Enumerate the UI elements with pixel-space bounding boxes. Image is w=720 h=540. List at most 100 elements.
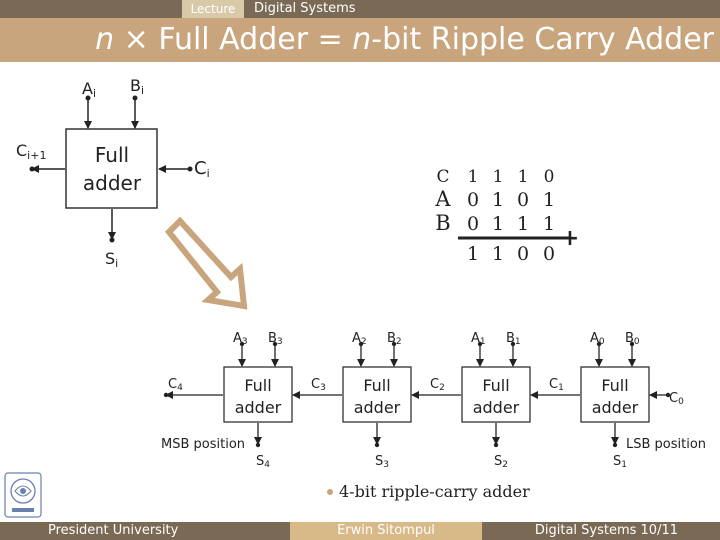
ripple-block-1-line2: adder: [473, 398, 520, 417]
title-end: -bit Ripple Carry Adder: [371, 22, 714, 57]
b3-input-dot: [272, 341, 278, 347]
row-b-digit: 1: [492, 213, 504, 235]
carry-out-label: Ci+1: [16, 141, 46, 162]
carry-in-dot: [187, 166, 193, 172]
carry-out-dot: [29, 166, 35, 172]
row-a-digit: 1: [543, 189, 555, 211]
row-c-digit: 1: [493, 167, 504, 187]
row-c-label: C: [436, 167, 449, 187]
title-n2: n: [352, 22, 372, 57]
ripple-block-2: [342, 366, 412, 423]
s4-label: S4: [256, 454, 270, 470]
lsb-position-label: LSB position: [626, 437, 706, 452]
row-b-digit: 1: [543, 213, 555, 235]
ripple-caption: 4-bit ripple-carry adder: [339, 482, 530, 501]
footer-author: Erwin Sitompul: [290, 522, 482, 540]
c1-label: C1: [549, 377, 564, 393]
plus-sign: +: [561, 226, 579, 251]
ripple-block-2-line2: adder: [354, 398, 401, 417]
row-sum-digit: 0: [517, 243, 529, 265]
full-adder-block: [65, 128, 158, 209]
lecture-label: Lecture: [182, 0, 244, 18]
row-sum-digit: 1: [467, 243, 479, 265]
row-c-digit: 0: [544, 167, 555, 187]
row-b-digit: 0: [467, 213, 479, 235]
msb-position-label: MSB position: [161, 437, 245, 452]
title-n: n: [95, 22, 115, 57]
s3-label: S3: [375, 454, 389, 470]
slide-title: n × Full Adder = n-bit Ripple Carry Adde…: [95, 20, 714, 60]
ripple-block-1: [461, 366, 531, 423]
b2-input-dot: [391, 341, 397, 347]
arrow-shape: [164, 216, 248, 310]
university-logo-icon: [4, 472, 42, 518]
a3-label: A3: [233, 331, 248, 347]
s2-label: S2: [494, 454, 508, 470]
a1-input-dot: [477, 341, 483, 347]
ripple-block-0-line2: adder: [592, 398, 639, 417]
b0-input-dot: [629, 341, 635, 347]
a-input-label: Ai: [82, 79, 96, 100]
top-bar: Lecture Digital Systems: [0, 0, 720, 18]
c2-label: C2: [430, 377, 445, 393]
footer-bar: President University Erwin Sitompul Digi…: [0, 522, 720, 540]
sum-output-dot: [109, 237, 115, 243]
b3-label: B3: [268, 331, 283, 347]
a2-input-dot: [358, 341, 364, 347]
b-input-dot: [132, 95, 138, 101]
single-full-adder: Full adder Ai Bi Ci+1 Ci Si: [16, 76, 210, 270]
row-sum-digit: 1: [492, 243, 504, 265]
a-input-dot: [85, 95, 91, 101]
addition-table: C 1 1 1 0 A 0 1 0 1 B 0 1 1 1 + 1 1 0 0: [434, 167, 579, 265]
caption-bullet-icon: [327, 489, 333, 495]
big-arrow: [164, 216, 248, 310]
ripple-block-3-line1: Full: [244, 376, 271, 395]
row-a-digit: 1: [492, 189, 504, 211]
s4-output-dot: [255, 442, 261, 448]
row-b-label: B: [435, 211, 450, 235]
s3-output-dot: [374, 442, 380, 448]
adder-diagram: Full adder Ai Bi Ci+1 Ci Si C 1 1 1 0 A …: [16, 76, 706, 501]
ripple-block-0: [580, 366, 650, 423]
c4-label: C4: [168, 377, 183, 393]
s2-output-dot: [493, 442, 499, 448]
carry-in-label: Ci: [194, 158, 210, 180]
a2-label: A2: [352, 331, 367, 347]
b1-label: B1: [506, 331, 521, 347]
b1-input-dot: [510, 341, 516, 347]
row-sum-digit: 0: [543, 243, 555, 265]
ripple-block-1-line1: Full: [482, 376, 509, 395]
row-a-digit: 0: [467, 189, 479, 211]
c3-label: C3: [311, 377, 326, 393]
title-bar: n × Full Adder = n-bit Ripple Carry Adde…: [0, 18, 720, 62]
full-adder-block-line1: Full: [95, 143, 129, 167]
row-a-digit: 0: [517, 189, 529, 211]
course-name: Digital Systems: [254, 1, 356, 16]
c4-carry-dot: [163, 392, 169, 398]
b2-label: B2: [387, 331, 402, 347]
title-mid: × Full Adder =: [114, 22, 353, 57]
b-input-label: Bi: [130, 76, 144, 97]
a0-input-dot: [596, 341, 602, 347]
row-b-digit: 1: [517, 213, 529, 235]
footer-university: President University: [48, 523, 179, 538]
row-c-digit: 1: [468, 167, 479, 187]
row-a-label: A: [434, 187, 451, 211]
b0-label: B0: [625, 331, 640, 347]
ripple-block-2-line1: Full: [363, 376, 390, 395]
footer-page: Digital Systems 10/11: [534, 523, 678, 538]
a0-label: A0: [590, 331, 605, 347]
s1-label: S1: [613, 454, 627, 470]
sum-output-label: Si: [105, 249, 118, 270]
s1-output-dot: [612, 442, 618, 448]
ripple-block-3: [223, 366, 293, 423]
a3-input-dot: [239, 341, 245, 347]
full-adder-block-line2: adder: [83, 171, 142, 195]
ripple-block-3-line2: adder: [235, 398, 282, 417]
c0-carry-dot: [665, 392, 671, 398]
a1-label: A1: [471, 331, 486, 347]
row-c-digit: 1: [518, 167, 529, 187]
c0-label: C0: [669, 391, 684, 407]
ripple-carry-adder: Full adder Full adder Full adder Full ad…: [161, 331, 706, 501]
ripple-block-0-line1: Full: [601, 376, 628, 395]
